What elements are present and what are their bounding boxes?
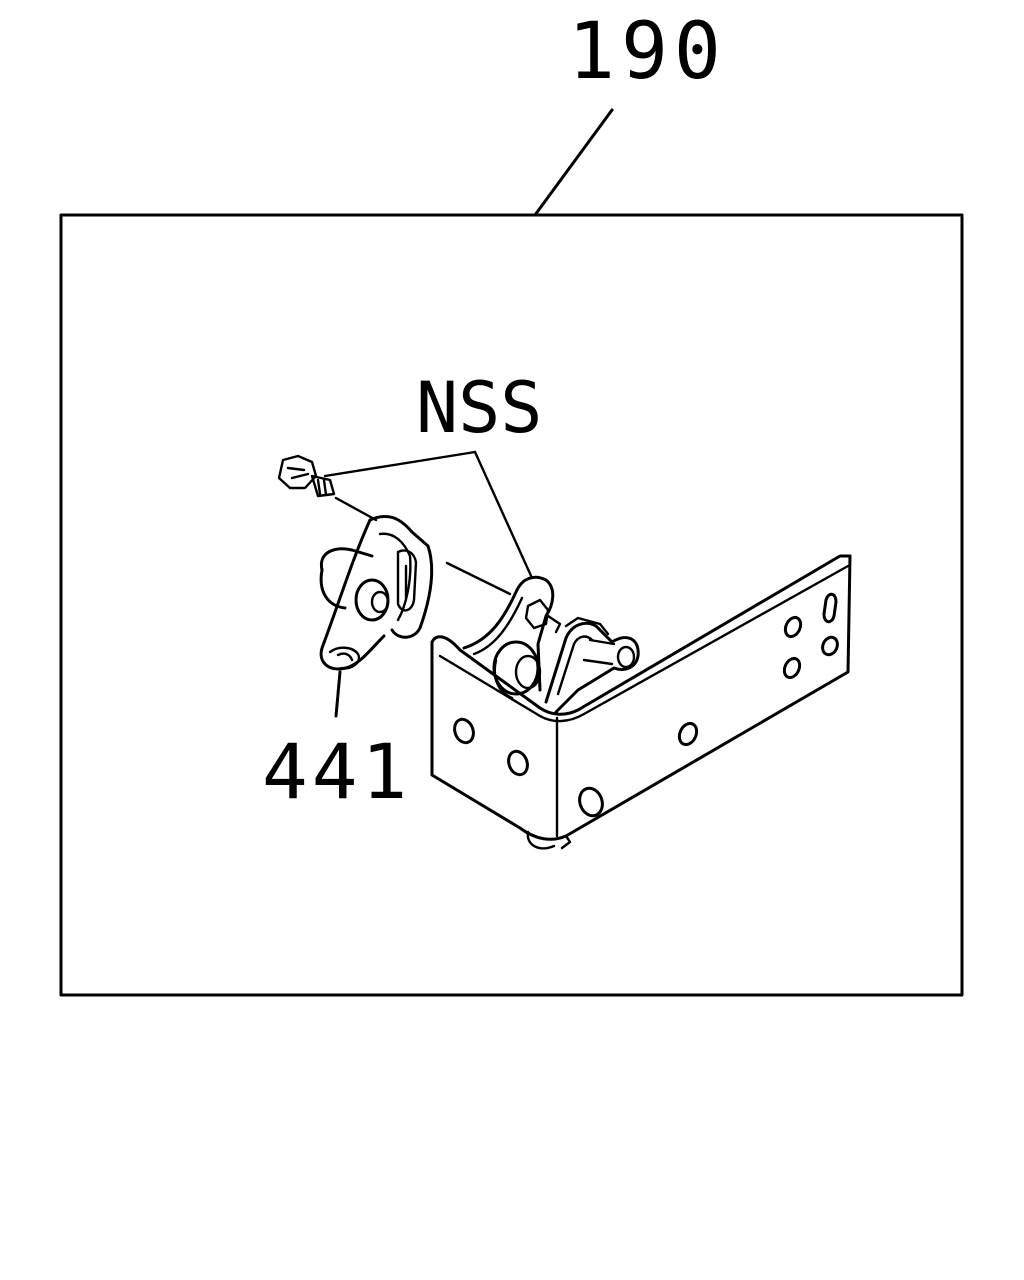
callout-190-label[interactable]: 190 [568, 7, 727, 97]
callout-nss-leader-right [473, 450, 534, 580]
pin-axis-line [445, 561, 512, 596]
assembly-frame [59, 213, 964, 997]
callout-nss-label[interactable]: NSS [416, 367, 542, 449]
callout-441-label[interactable]: 441 [262, 727, 411, 816]
mounting-bracket [430, 554, 852, 850]
callout-nss-leader-left [323, 450, 477, 478]
screw-axis-line [334, 496, 378, 522]
screw [277, 454, 336, 498]
hinge-plate [462, 575, 640, 714]
callout-190-leader [533, 108, 614, 217]
pivot-arm-441 [319, 515, 434, 671]
callout-441-leader [334, 670, 342, 718]
